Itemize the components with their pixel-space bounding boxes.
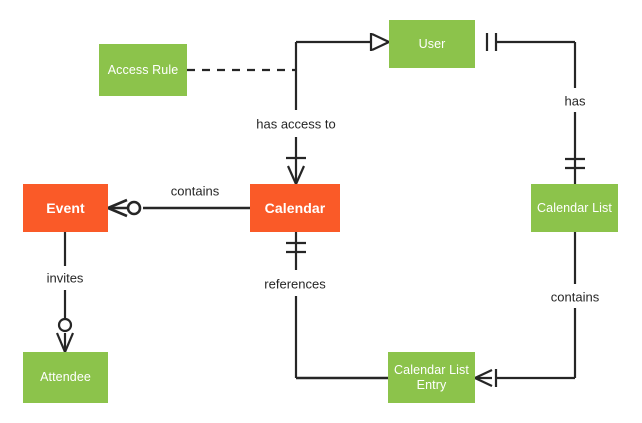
edge-label-has-access-to: has access to bbox=[256, 116, 336, 132]
entity-user-label: User bbox=[418, 36, 446, 51]
entity-user[interactable]: User bbox=[389, 20, 475, 68]
cardinality-one-to-many-entry-right bbox=[474, 369, 498, 387]
entity-calendar-label: Calendar bbox=[264, 199, 326, 216]
edge-label-contains-list-entry: contains bbox=[550, 289, 600, 305]
entity-access-rule[interactable]: Access Rule bbox=[99, 44, 187, 96]
cardinality-one-to-many-user bbox=[369, 33, 390, 51]
entity-event-label: Event bbox=[46, 199, 85, 216]
cardinality-one-and-only-one-calendar-list-top bbox=[565, 157, 585, 170]
entity-attendee-label: Attendee bbox=[40, 370, 91, 385]
entity-calendar-list[interactable]: Calendar List bbox=[531, 184, 618, 232]
cardinality-one-and-only-one-calendar-bottom bbox=[286, 241, 306, 254]
entity-calendar[interactable]: Calendar bbox=[250, 184, 340, 232]
entity-event[interactable]: Event bbox=[23, 184, 108, 232]
edge-label-references: references bbox=[264, 276, 326, 292]
entity-access-rule-label: Access Rule bbox=[107, 62, 179, 77]
entity-attendee[interactable]: Attendee bbox=[23, 352, 108, 403]
edge-label-invites: invites bbox=[46, 270, 84, 286]
entity-calendar-list-entry[interactable]: Calendar List Entry bbox=[388, 352, 475, 403]
entity-calendar-list-entry-label: Calendar List Entry bbox=[394, 362, 469, 392]
cardinality-one-or-many-calendar-top bbox=[286, 156, 306, 185]
cardinality-zero-or-many-attendee-top bbox=[55, 317, 75, 353]
cardinality-one-and-only-one-user-right bbox=[485, 33, 498, 51]
edge-label-has: has bbox=[564, 93, 586, 109]
entity-calendar-list-label: Calendar List bbox=[537, 200, 612, 215]
edge-label-contains-event-calendar: contains bbox=[170, 183, 220, 199]
cardinality-zero-or-many-event-right bbox=[107, 198, 142, 218]
